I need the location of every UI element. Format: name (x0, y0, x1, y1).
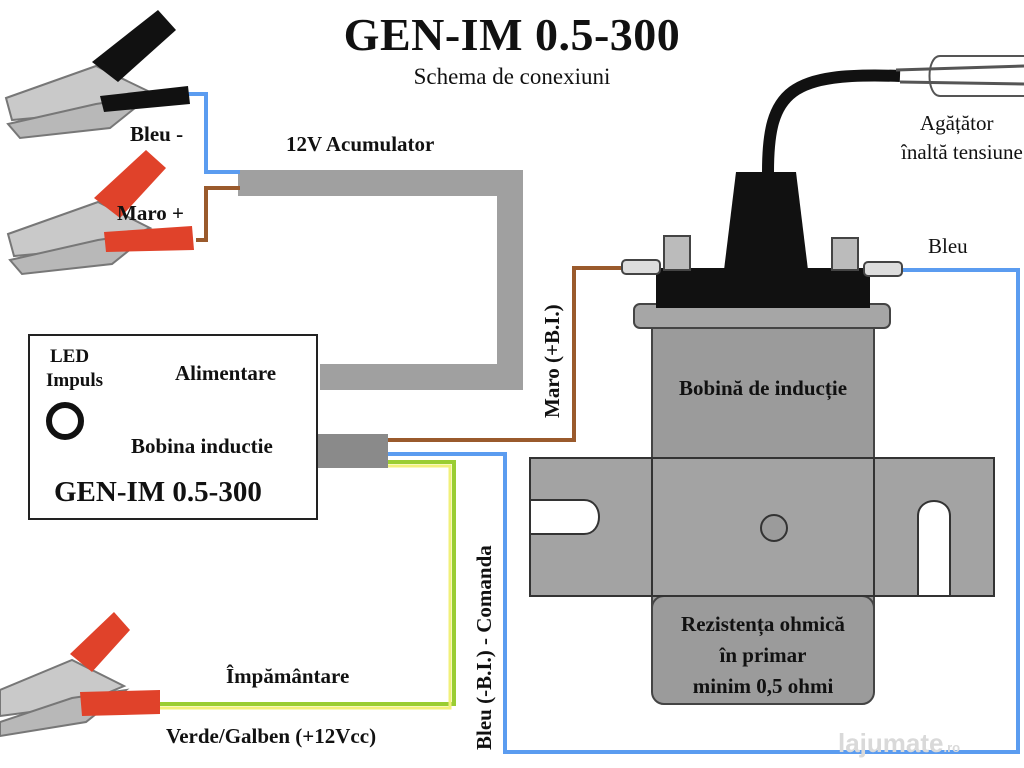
blue-command-wire (388, 268, 1020, 754)
hv-cable (762, 69, 901, 173)
red-clamp-bottom (0, 612, 160, 738)
hv-hook-label-2: înaltă tensiune (901, 140, 1023, 164)
led-label: LED (50, 346, 90, 367)
diagram-subtitle: Schema de conexiuni (413, 64, 611, 89)
watermark-brand: lajumate (838, 728, 944, 758)
impuls-label: Impuls (46, 370, 104, 391)
hv-hook (895, 64, 1024, 86)
hv-hook-label-1: Agățător (920, 111, 994, 135)
power-label: Alimentare (175, 361, 277, 385)
green-yellow-label: Verde/Galben (+12Vcc) (166, 724, 377, 748)
ground-wire-green (158, 460, 456, 706)
watermark: lajumate.ro (838, 728, 960, 759)
resistance-line3: minim 0,5 ohmi (692, 674, 834, 698)
ground-wire-yellow (158, 464, 452, 710)
blue-command-label: Bleu (-B.I.) - Comanda (472, 545, 496, 750)
resistance-line2: în primar (719, 643, 807, 667)
battery-cable (238, 170, 523, 390)
ground-label: Împământare (226, 664, 350, 688)
blue-minus-label: Bleu - (130, 122, 184, 146)
hv-hook-tip (928, 55, 1024, 97)
red-clamp-top (6, 150, 194, 276)
led-indicator (46, 402, 84, 440)
coil-label: Bobină de inducție (678, 376, 848, 400)
brown-plus-label: Maro + (117, 201, 184, 225)
coil-cable-stub (318, 434, 388, 468)
brown-bi-wire (388, 266, 624, 442)
model-label: GEN-IM 0.5-300 (54, 476, 262, 508)
blue-right-label: Bleu (928, 234, 968, 258)
brown-plus-wire (196, 186, 240, 242)
black-clamp (4, 10, 190, 140)
resistance-line1: Rezistența ohmică (681, 612, 845, 636)
diagram-title: GEN-IM 0.5-300 (343, 9, 681, 60)
mounting-bracket (529, 457, 995, 597)
brown-bi-label: Maro (+B.I.) (540, 304, 564, 418)
watermark-suffix: .ro (943, 740, 961, 755)
coil-output-label: Bobina inductie (131, 434, 273, 458)
blue-minus-wire (186, 92, 240, 174)
battery-label: 12V Acumulator (286, 132, 435, 156)
